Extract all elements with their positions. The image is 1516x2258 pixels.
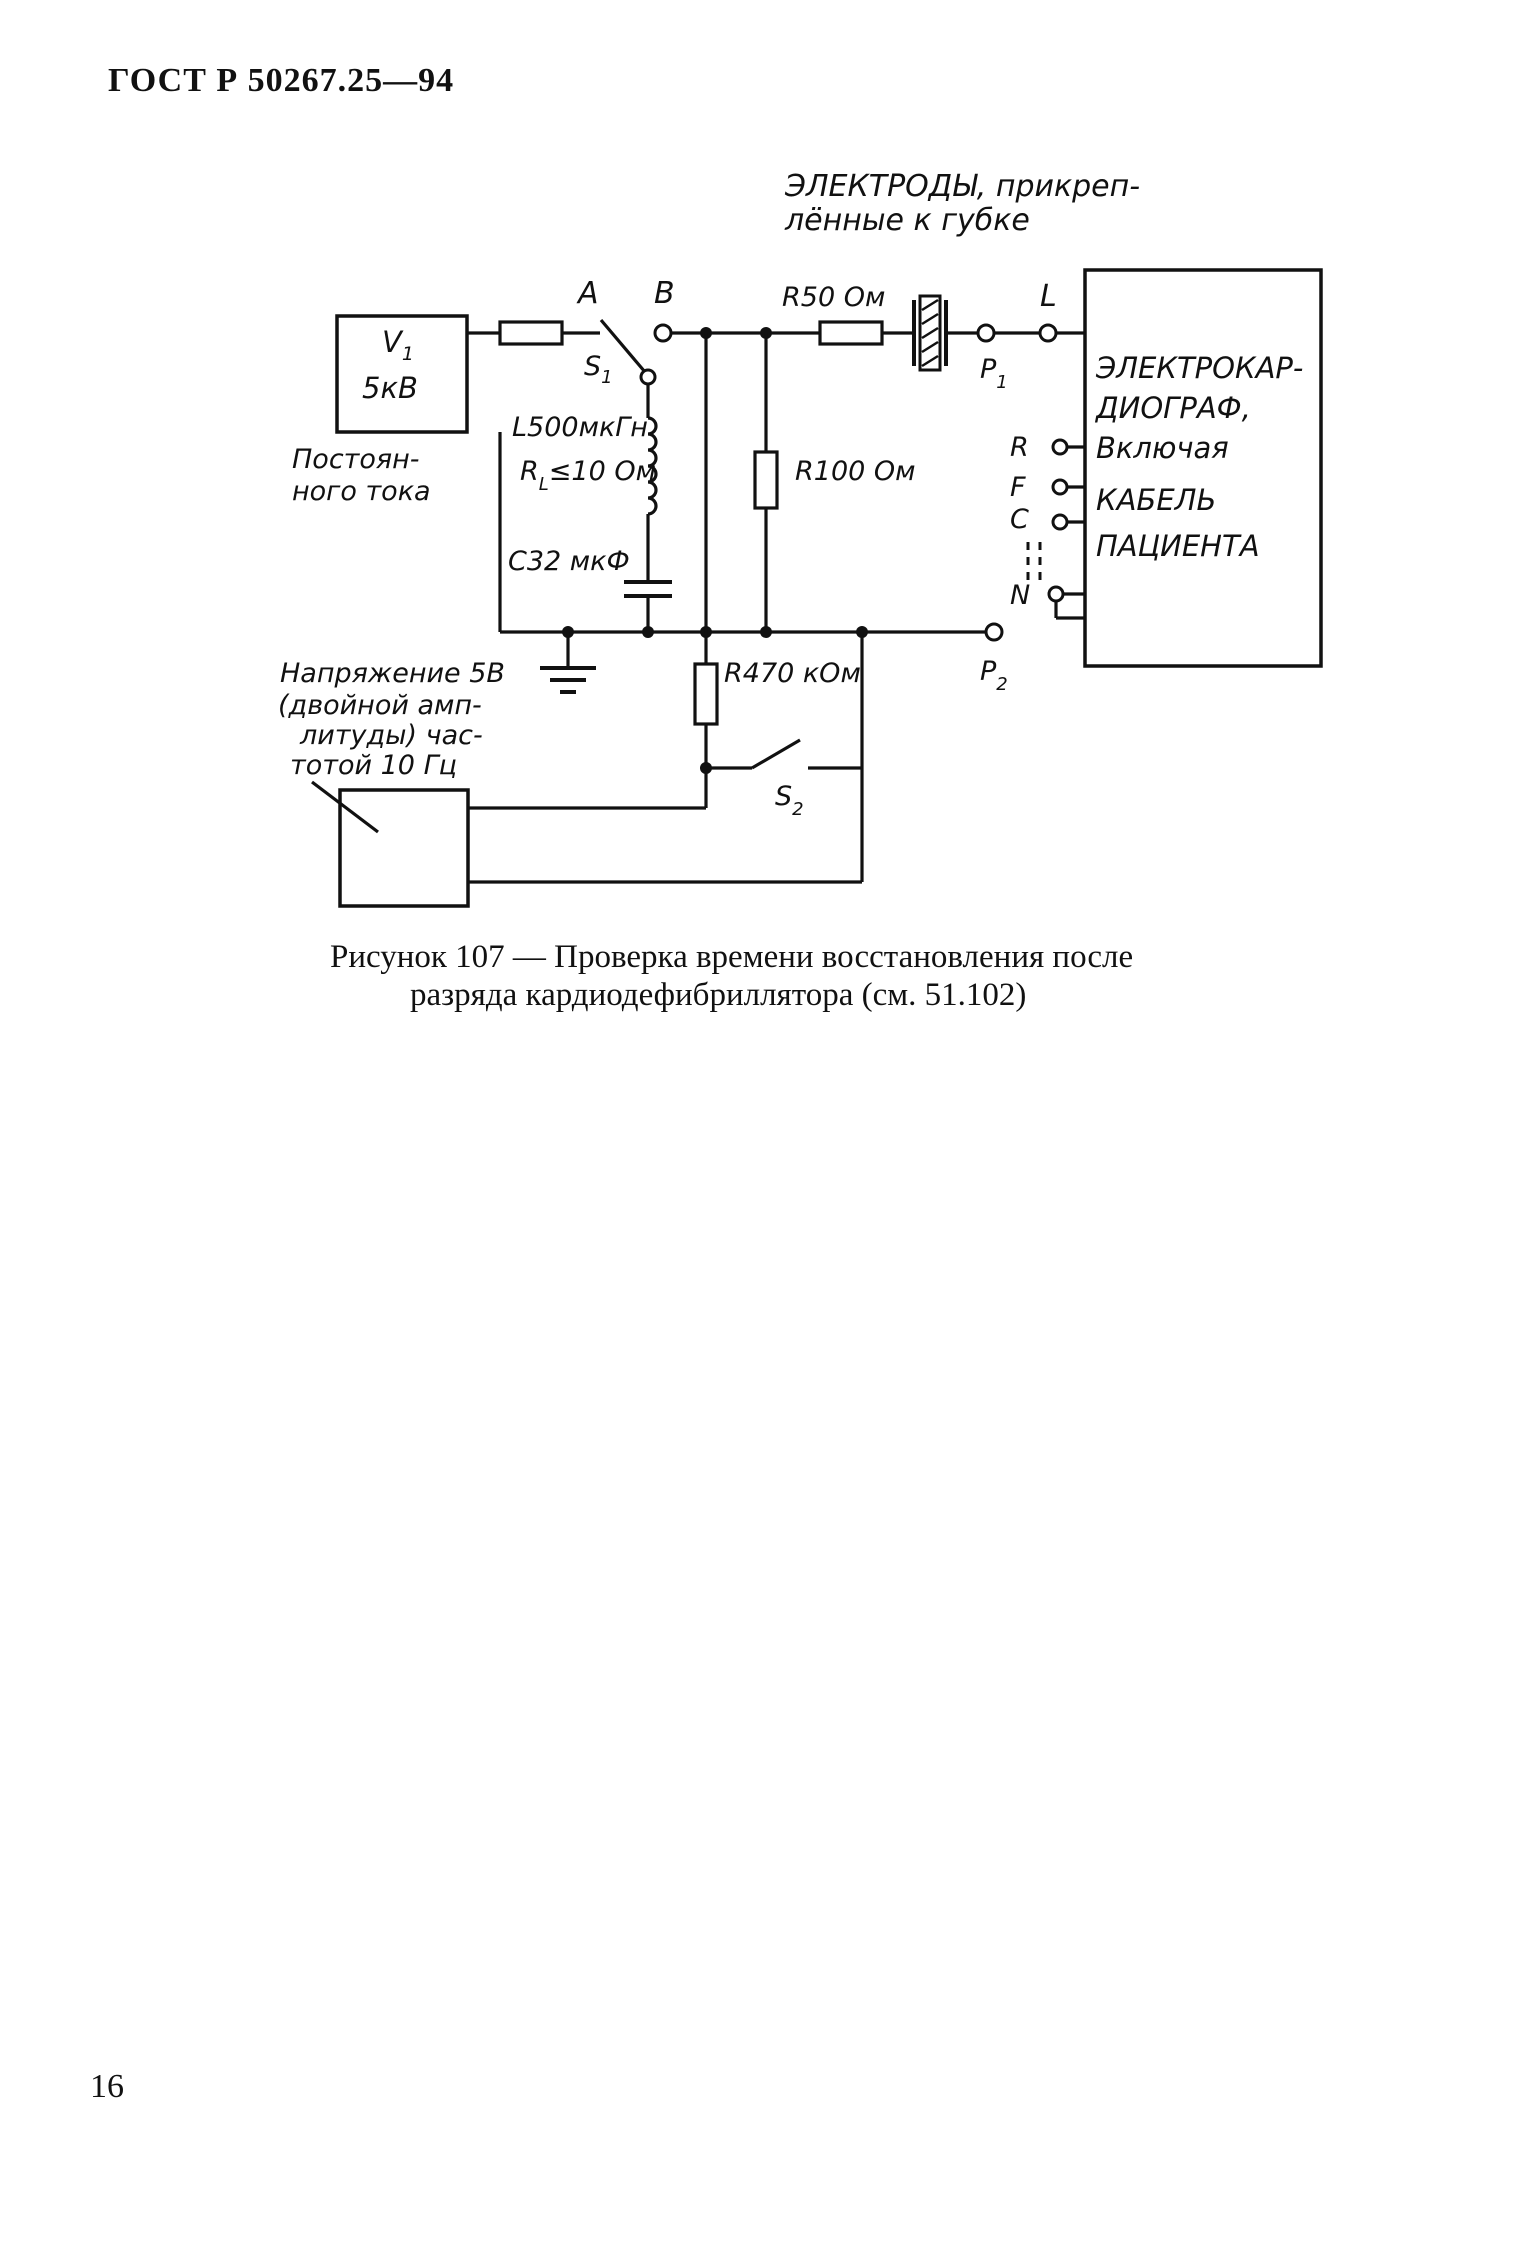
source-note-line2: ного тока — [292, 476, 431, 507]
label-p1: P1 — [980, 354, 1008, 393]
terminal-p2 — [984, 622, 1004, 642]
label-c: C — [1010, 504, 1029, 535]
ecg-line2: ДИОГРАФ, — [1094, 391, 1251, 425]
label-r: R — [1010, 432, 1029, 463]
r50-label: R50 Ом — [782, 282, 885, 313]
generator-note-line1: Напряжение 5В — [280, 658, 505, 689]
source-note-line1: Постоян- — [292, 444, 420, 475]
ecg-line1: ЭЛЕКТРОКАР- — [1095, 351, 1303, 385]
node-capacitor — [642, 626, 654, 638]
generator-box — [338, 788, 470, 908]
node-r100 — [760, 626, 772, 638]
caption-line1: Рисунок 107 — Проверка времени восстанов… — [330, 939, 1134, 975]
terminal-p1 — [976, 323, 996, 343]
label-a: A — [576, 276, 599, 311]
terminal-b — [653, 323, 673, 343]
switch-s1-blade — [599, 318, 647, 374]
resistor-r50 — [818, 320, 884, 346]
terminal-c — [1051, 513, 1069, 531]
resistor-r470 — [693, 662, 719, 726]
caption-line2: разряда кардиодефибриллятора (см. 51.102… — [410, 977, 1027, 1013]
resistor-r100 — [753, 450, 779, 510]
capacitor-label: C32 мкФ — [508, 546, 630, 577]
source-symbol: V — [382, 325, 404, 359]
generator-leader-line — [311, 780, 379, 834]
switch-s1-pivot — [639, 368, 657, 386]
terminal-n — [1047, 585, 1065, 603]
terminal-r — [1051, 438, 1069, 456]
generator-note-line3: литуды) час- — [299, 720, 483, 751]
label-s1: S1 — [584, 351, 613, 388]
ecg-box — [1083, 268, 1323, 668]
label-l: L — [1040, 279, 1057, 314]
label-n: N — [1010, 580, 1030, 611]
electrodes-note-line2: лённые к губке — [784, 203, 1030, 238]
ecg-line5: ПАЦИЕНТА — [1096, 529, 1260, 563]
terminal-l — [1038, 323, 1058, 343]
inductor-coil — [647, 416, 658, 516]
r100-label: R100 Ом — [795, 456, 916, 487]
sponge-hatch — [921, 298, 939, 368]
ecg-line4: КАБЕЛЬ — [1096, 483, 1216, 517]
figure-caption: Рисунок 107 — Проверка времени восстанов… — [330, 938, 1330, 1014]
series-resistor — [498, 320, 564, 346]
rl-label: RL≤10 Ом — [520, 456, 656, 495]
source-label: V1 — [382, 325, 414, 365]
electrodes-note-line1: ЭЛЕКТРОДЫ, прикреп- — [784, 169, 1140, 204]
dc-source-box — [335, 314, 469, 434]
source-voltage: 5кВ — [362, 371, 418, 405]
ecg-line3: Включая — [1096, 431, 1229, 465]
label-p2: P2 — [980, 656, 1008, 695]
circuit-diagram: ЭЛЕКТРОДЫ, прикреп- лённые к губке V1 5к… — [278, 169, 1323, 908]
switch-s2-blade — [751, 738, 801, 770]
r470-label: R470 кОм — [724, 658, 861, 689]
document-header: ГОСТ Р 50267.25—94 — [108, 62, 455, 99]
label-b: B — [654, 276, 675, 311]
label-f: F — [1010, 472, 1026, 503]
generator-note-line2: (двойной амп- — [278, 690, 482, 721]
terminal-f — [1051, 478, 1069, 496]
label-s2: S2 — [775, 781, 804, 820]
inductor-label: L500мкГн — [512, 412, 648, 443]
generator-note-line4: тотой 10 Гц — [290, 750, 457, 781]
page-number: 16 — [90, 2068, 124, 2105]
source-symbol-sub: 1 — [402, 343, 414, 365]
